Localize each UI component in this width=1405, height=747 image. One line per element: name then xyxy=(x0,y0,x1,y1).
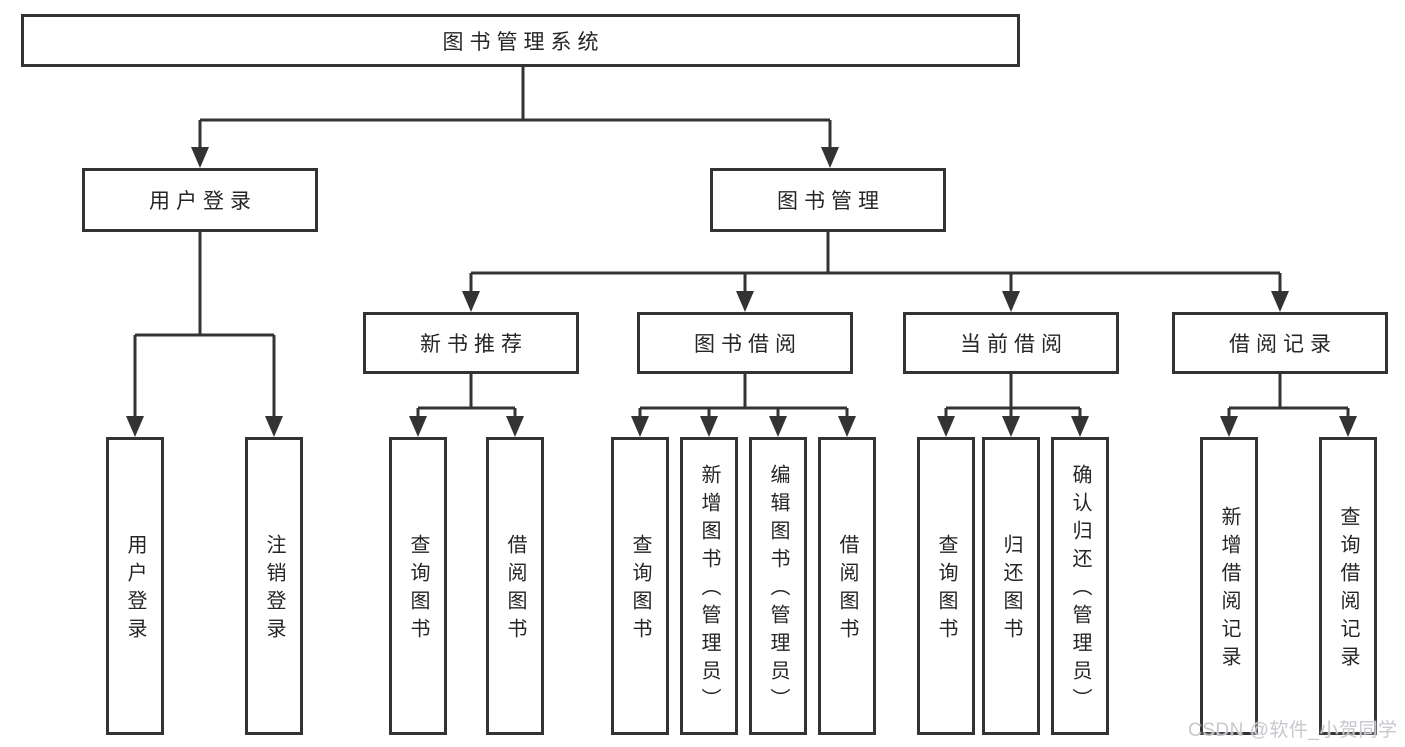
arrow-down-icon xyxy=(631,416,649,437)
node-label: 借阅图书 xyxy=(836,534,858,646)
arrow-down-icon xyxy=(821,147,839,168)
node-label: 借阅记录 xyxy=(1229,333,1337,356)
node-label: 新书推荐 xyxy=(420,333,528,356)
node-label: 查询借阅记录 xyxy=(1337,506,1359,674)
leaf-records-add-borrow-record: 新增借阅记录 xyxy=(1200,437,1258,735)
leaf-newbook-borrow-books: 借阅图书 xyxy=(486,437,544,735)
leaf-newbook-query-books: 查询图书 xyxy=(389,437,447,735)
leaf-user-login: 用户登录 xyxy=(106,437,164,735)
node-label: 编辑图书（管理员） xyxy=(767,464,789,716)
arrow-down-icon xyxy=(736,291,754,312)
arrow-down-icon xyxy=(1002,416,1020,437)
node-current-borrowing: 当前借阅 xyxy=(903,312,1119,374)
node-label: 图书管理系统 xyxy=(442,30,605,54)
leaf-records-query-borrow-record: 查询借阅记录 xyxy=(1319,437,1377,735)
arrow-down-icon xyxy=(191,147,209,168)
arrow-down-icon xyxy=(506,416,524,437)
arrowhead-icons xyxy=(126,147,1357,437)
arrow-down-icon xyxy=(1271,291,1289,312)
arrow-down-icon xyxy=(409,416,427,437)
arrow-down-icon xyxy=(769,416,787,437)
node-label: 图书借阅 xyxy=(694,333,802,356)
arrow-down-icon xyxy=(1220,416,1238,437)
node-label: 用户登录 xyxy=(124,534,146,646)
node-label: 注销登录 xyxy=(263,534,285,646)
node-borrow-records: 借阅记录 xyxy=(1172,312,1388,374)
arrow-down-icon xyxy=(462,291,480,312)
arrow-down-icon xyxy=(1002,291,1020,312)
arrow-down-icon xyxy=(265,416,283,437)
node-label: 新增图书（管理员） xyxy=(698,464,720,716)
leaf-borrowing-borrow-books: 借阅图书 xyxy=(818,437,876,735)
arrow-down-icon xyxy=(1071,416,1089,437)
leaf-current-return-books: 归还图书 xyxy=(982,437,1040,735)
node-label: 用户登录 xyxy=(149,190,257,213)
node-label: 查询图书 xyxy=(407,534,429,646)
arrow-down-icon xyxy=(1339,416,1357,437)
node-new-book-recommend: 新书推荐 xyxy=(363,312,579,374)
node-library-system: 图书管理系统 xyxy=(21,14,1020,67)
node-label: 确认归还（管理员） xyxy=(1069,464,1091,716)
leaf-borrowing-edit-books-admin: 编辑图书（管理员） xyxy=(749,437,807,735)
arrow-down-icon xyxy=(700,416,718,437)
node-user-login: 用户登录 xyxy=(82,168,318,232)
node-label: 借阅图书 xyxy=(504,534,526,646)
node-label: 当前借阅 xyxy=(960,333,1068,356)
connector-path xyxy=(133,66,1350,418)
arrow-down-icon xyxy=(838,416,856,437)
node-label: 查询图书 xyxy=(935,534,957,646)
leaf-logout: 注销登录 xyxy=(245,437,303,735)
node-label: 新增借阅记录 xyxy=(1218,506,1240,674)
arrow-down-icon xyxy=(937,416,955,437)
node-label: 查询图书 xyxy=(629,534,651,646)
node-label: 图书管理 xyxy=(777,190,885,213)
leaf-borrowing-add-books-admin: 新增图书（管理员） xyxy=(680,437,738,735)
leaf-current-query-books: 查询图书 xyxy=(917,437,975,735)
leaf-current-confirm-return-admin: 确认归还（管理员） xyxy=(1051,437,1109,735)
node-book-borrowing: 图书借阅 xyxy=(637,312,853,374)
node-label: 归还图书 xyxy=(1000,534,1022,646)
leaf-borrowing-query-books: 查询图书 xyxy=(611,437,669,735)
arrow-down-icon xyxy=(126,416,144,437)
csdn-watermark: CSDN @软件_小贺同学 xyxy=(1188,720,1398,741)
node-book-management: 图书管理 xyxy=(710,168,946,232)
